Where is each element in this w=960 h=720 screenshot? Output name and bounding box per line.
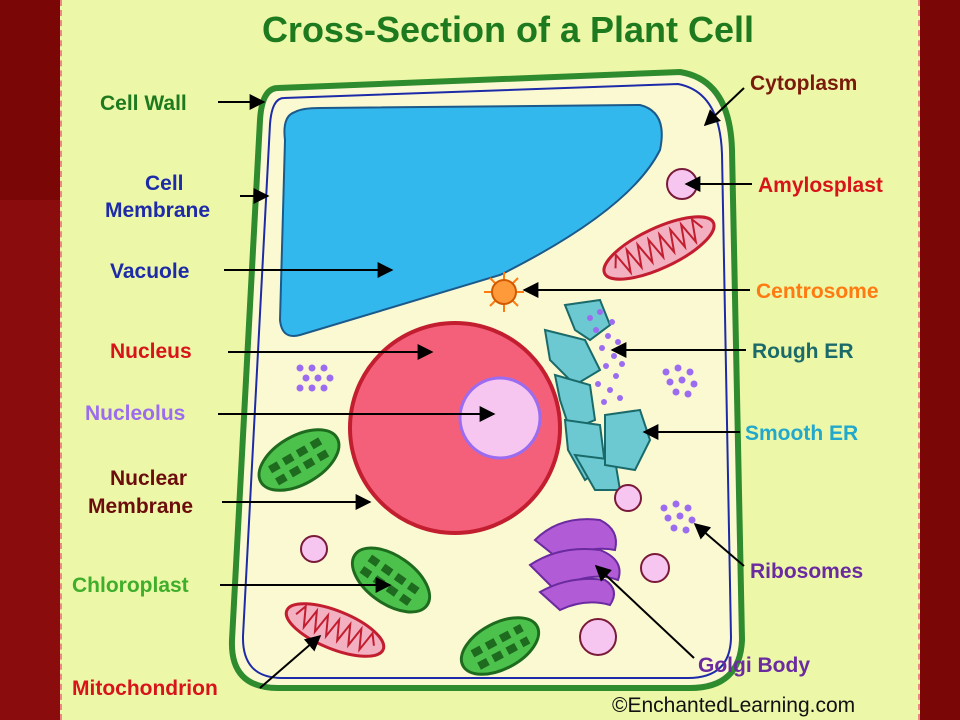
label-cytoplasm: Cytoplasm bbox=[750, 72, 857, 95]
mitochondrion-lower bbox=[284, 602, 386, 658]
golgi-body bbox=[528, 518, 621, 612]
endoplasmic-reticulum bbox=[543, 298, 652, 491]
vesicles bbox=[300, 484, 670, 656]
label-cell-membrane-line1: Cell bbox=[145, 172, 184, 195]
label-nucleolus: Nucleolus bbox=[85, 402, 185, 425]
left-band-upper bbox=[0, 0, 60, 200]
nucleolus bbox=[458, 376, 542, 460]
page-title: Cross-Section of a Plant Cell bbox=[262, 9, 754, 50]
label-rough-er: Rough ER bbox=[752, 340, 853, 363]
label-chloroplast: Chloroplast bbox=[72, 574, 189, 597]
chloroplast-left bbox=[257, 428, 341, 492]
label-ribosomes: Ribosomes bbox=[750, 560, 863, 583]
credit-text: ©EnchantedLearning.com bbox=[612, 694, 855, 717]
label-golgi-body: Golgi Body bbox=[698, 654, 810, 677]
label-nucleus: Nucleus bbox=[110, 340, 192, 363]
label-centrosome: Centrosome bbox=[756, 280, 879, 303]
right-band bbox=[920, 0, 960, 720]
label-mitochondrion: Mitochondrion bbox=[72, 677, 218, 700]
label-amylosplast: Amylosplast bbox=[758, 174, 883, 197]
arrow-cytoplasm bbox=[703, 87, 745, 127]
arrow-ribosomes bbox=[693, 522, 745, 567]
ribosome-cluster-right bbox=[662, 364, 698, 398]
label-nuclear-membrane-line2: Membrane bbox=[88, 495, 193, 518]
label-smooth-er: Smooth ER bbox=[745, 422, 858, 445]
chloroplast-bottom bbox=[459, 616, 541, 676]
ribosome-cluster-left bbox=[296, 364, 334, 392]
arrow-golgi-body bbox=[594, 564, 695, 659]
centrosome bbox=[484, 272, 524, 312]
arrow-mitochondrion bbox=[259, 634, 322, 689]
label-cell-membrane-line2: Membrane bbox=[105, 199, 210, 222]
label-nuclear-membrane-line1: Nuclear bbox=[110, 467, 187, 490]
ribosome-cluster-lower bbox=[660, 500, 696, 534]
label-cell-wall: Cell Wall bbox=[100, 92, 187, 115]
nucleus bbox=[348, 321, 562, 535]
vacuole bbox=[278, 103, 663, 337]
left-band-lower bbox=[0, 200, 60, 720]
label-vacuole: Vacuole bbox=[110, 260, 189, 283]
